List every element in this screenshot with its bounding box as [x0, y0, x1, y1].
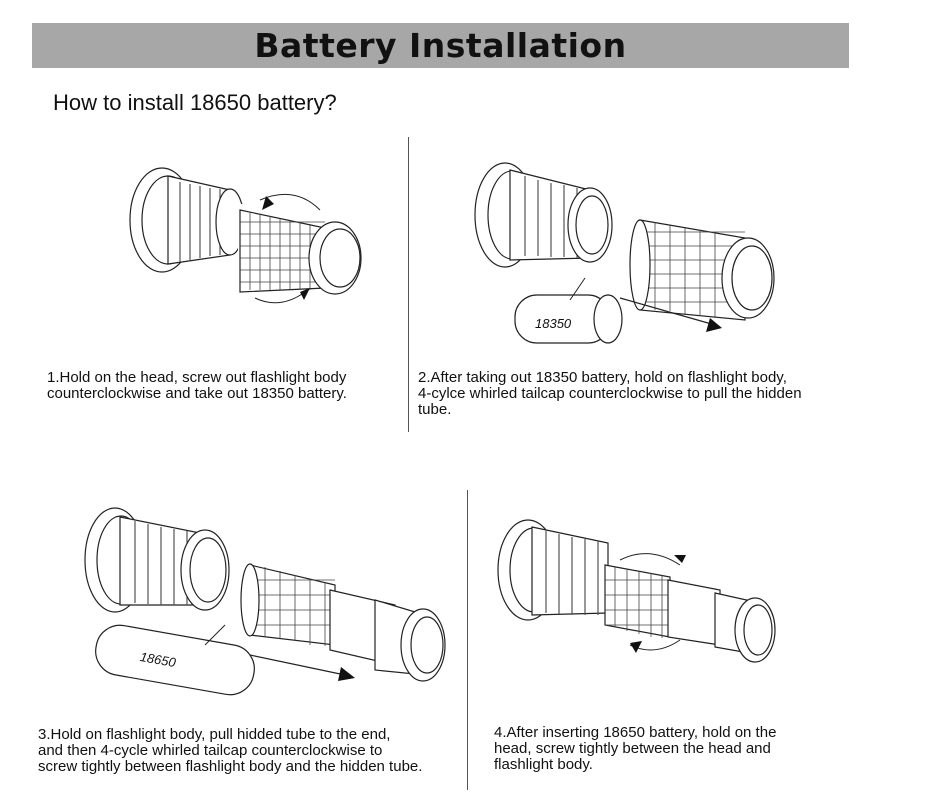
step2-illustration: 18350 — [460, 150, 790, 365]
divider-bottom — [467, 490, 468, 790]
step3-illustration: 18650 — [75, 505, 455, 715]
step4-text: 4.After inserting 18650 battery, hold on… — [494, 725, 776, 773]
step2-line: 4-cylce whirled tailcap counterclockwise… — [418, 385, 802, 402]
battery-18350-label: 18350 — [535, 316, 572, 331]
step2-line: tube. — [418, 401, 452, 418]
battery-18650 — [92, 621, 258, 698]
step4-line: flashlight body. — [494, 756, 593, 773]
rotate-arrow-bottom — [255, 292, 305, 303]
header-banner: Battery Installation — [32, 23, 849, 68]
page-subtitle: How to install 18650 battery? — [53, 90, 337, 115]
pull-arrow — [620, 298, 715, 325]
step3-line: 3.Hold on flashlight body, pull hidded t… — [38, 726, 391, 743]
pointer-line — [570, 278, 585, 300]
step2-text: 2.After taking out 18350 battery, hold o… — [418, 370, 802, 418]
pointer-line — [205, 625, 225, 645]
step1-illustration — [120, 160, 380, 320]
page-title: Battery Installation — [254, 26, 627, 65]
rotate-arrow-top — [620, 554, 680, 565]
divider-top — [408, 137, 409, 432]
step3-line: and then 4-cycle whirled tailcap counter… — [38, 742, 383, 759]
step4-illustration — [490, 515, 790, 675]
step3-text: 3.Hold on flashlight body, pull hidded t… — [38, 727, 422, 775]
step1-line: 1.Hold on the head, screw out flashlight… — [47, 369, 347, 386]
step1-text: 1.Hold on the head, screw out flashlight… — [47, 370, 347, 402]
step2-line: 2.After taking out 18350 battery, hold o… — [418, 369, 787, 386]
step1-line: counterclockwise and take out 18350 batt… — [47, 385, 347, 402]
pull-arrow — [250, 655, 345, 675]
battery-18650-label: 18650 — [139, 649, 178, 670]
hidden-tube-body — [250, 565, 335, 645]
step4-line: head, screw tightly between the head and — [494, 740, 771, 757]
step3-line: screw tightly between flashlight body an… — [38, 758, 423, 775]
step4-line: 4.After inserting 18650 battery, hold on… — [494, 724, 777, 741]
